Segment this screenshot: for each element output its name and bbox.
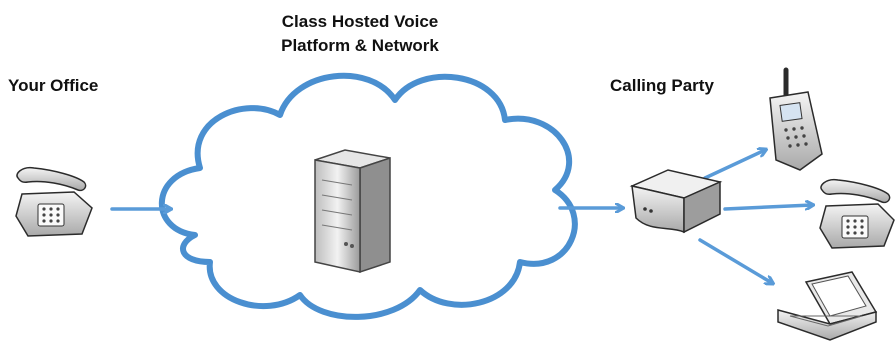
office-phone-icon: [15, 166, 93, 237]
calling-party-label: Calling Party: [610, 76, 714, 95]
arrow-router-to-mobile: [703, 150, 765, 180]
platform-label-line2: Platform & Network: [281, 36, 439, 55]
your-office-label: Your Office: [8, 76, 99, 95]
mobile-phone-icon: [769, 67, 823, 171]
arrow-router-to-laptop: [698, 238, 772, 283]
platform-label: Class Hosted Voice Platform & Network: [230, 10, 490, 58]
platform-label-line1: Class Hosted Voice: [281, 12, 439, 31]
laptop-icon: [777, 271, 878, 341]
flow-arrows: [110, 150, 812, 283]
router-icon: [629, 169, 723, 234]
callee-phone-icon: [819, 178, 895, 249]
server-tower-icon: [314, 149, 391, 274]
arrow-router-to-phone: [723, 205, 812, 211]
